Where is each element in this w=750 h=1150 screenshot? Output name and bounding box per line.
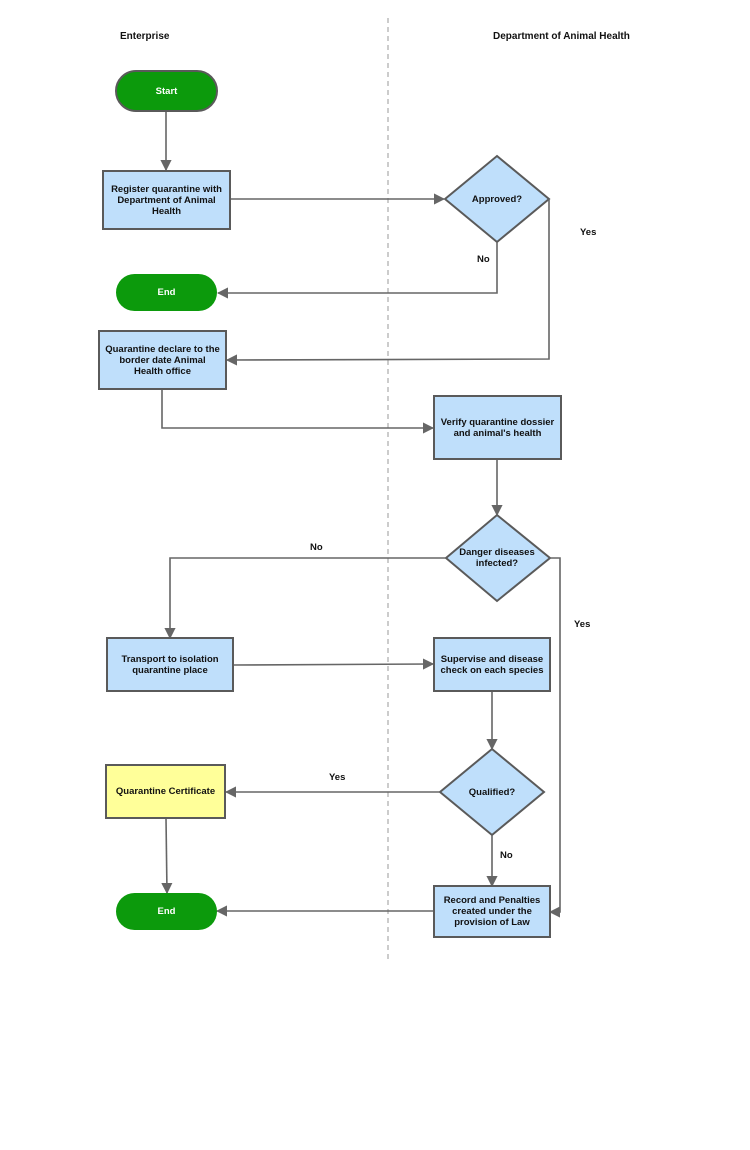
end-terminal-top: End xyxy=(116,274,217,311)
edge-label-qualified-yes: Yes xyxy=(329,772,346,783)
qualified-decision-label: Qualified? xyxy=(468,786,516,798)
edge-label-danger-no: No xyxy=(310,542,323,553)
edge-label-approved-yes: Yes xyxy=(580,227,597,238)
start-terminal: Start xyxy=(115,70,218,112)
lane-title-department: Department of Animal Health xyxy=(493,31,630,42)
edge-approved-yes xyxy=(225,199,550,366)
edge-declare-verify xyxy=(161,390,435,434)
supervise-check-box: Supervise and disease check on each spec… xyxy=(433,637,551,692)
approved-decision-label: Approved? xyxy=(471,193,523,205)
decision-danger-shape xyxy=(444,513,552,603)
quarantine-declare-box: Quarantine declare to the border date An… xyxy=(98,330,227,390)
edge-label-approved-no: No xyxy=(477,254,490,265)
end-terminal-bottom: End xyxy=(116,893,217,930)
transport-isolation-box: Transport to isolation quarantine place xyxy=(106,637,234,692)
edge-certificate-end xyxy=(161,817,173,895)
edge-transport-supervise xyxy=(232,658,435,670)
register-quarantine-box: Register quarantine with Department of A… xyxy=(102,170,231,230)
danger-decision-label: Danger diseases infected? xyxy=(459,547,535,569)
quarantine-certificate-box: Quarantine Certificate xyxy=(105,764,226,819)
record-penalties-box: Record and Penalties created under the p… xyxy=(433,885,551,938)
edge-approved-no xyxy=(216,242,498,299)
edge-danger-no xyxy=(164,557,446,640)
edge-label-qualified-no: No xyxy=(500,850,513,861)
edge-danger-yes xyxy=(548,557,561,918)
verify-quarantine-box: Verify quarantine dossier and animal's h… xyxy=(433,395,562,460)
edge-label-danger-yes: Yes xyxy=(574,619,591,630)
lane-title-enterprise: Enterprise xyxy=(120,31,170,42)
